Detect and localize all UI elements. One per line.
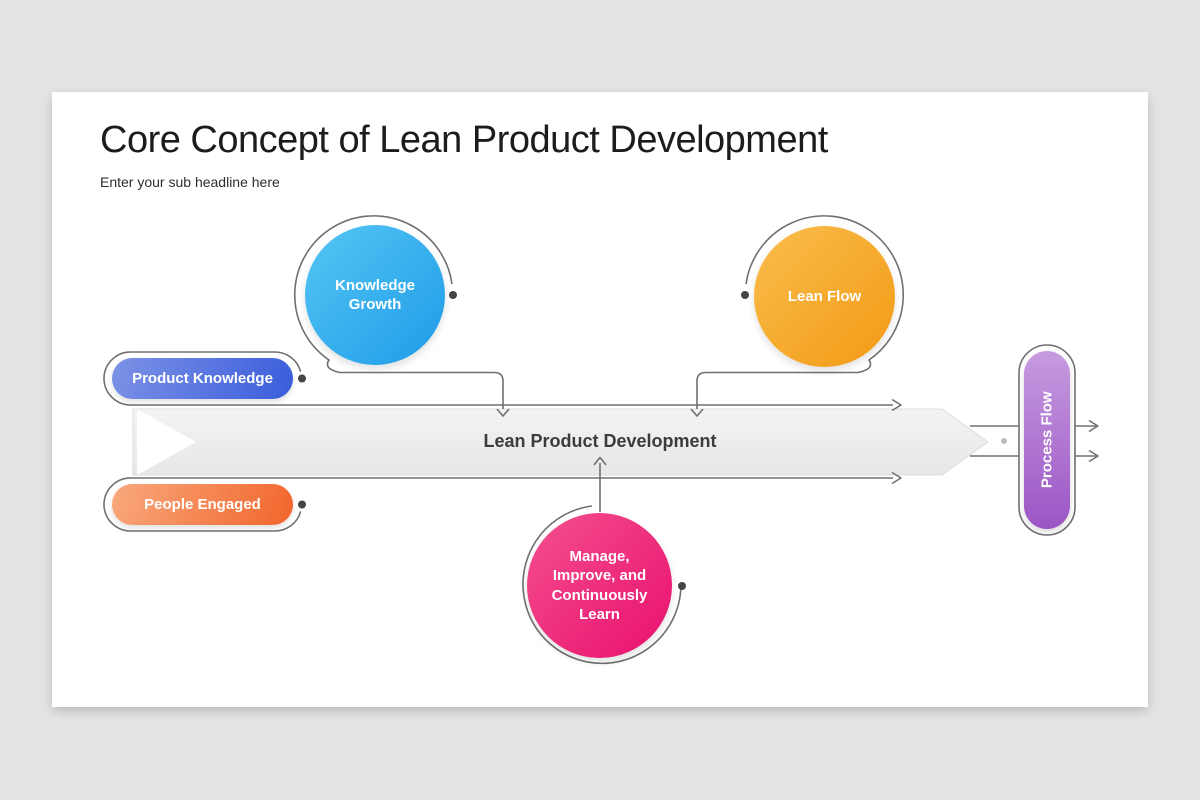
manage-improve-arrowhead-icon [593,456,607,466]
pill-people-engaged-label: People Engaged [144,495,261,513]
output-arrowhead-lower-icon [1088,449,1099,463]
pill-product-knowledge-label: Product Knowledge [132,369,273,387]
lean-flow-arrowhead-icon [690,408,704,417]
knowledge-growth-end-dot [449,291,457,299]
top-flow-arrowhead-icon [891,398,902,412]
knowledge-growth-connector [294,215,504,409]
manage-improve-end-dot [678,582,686,590]
people-engaged-outline-flow-line [103,477,893,532]
banner-left-notch [137,409,196,475]
lean-flow-end-dot [741,291,749,299]
banner-label: Lean Product Development [483,431,717,452]
lean-flow-connector [696,215,904,409]
slide-title: Core Concept of Lean Product Development [100,119,828,161]
process-flow-start-dot [1001,438,1007,444]
circle-manage-improve-learn: Manage, Improve, and Continuously Learn [527,513,672,658]
circle-knowledge-growth: Knowledge Growth [305,225,445,365]
pill-process-flow-label: Process Flow [1038,391,1056,489]
product-knowledge-outline-flow-line [103,351,893,406]
knowledge-growth-arrowhead-icon [496,408,510,417]
slide-subtitle: Enter your sub headline here [100,174,280,190]
circle-lean-flow-label: Lean Flow [787,287,862,305]
people-engaged-end-dot [298,500,306,509]
pill-process-flow: Process Flow [1024,351,1070,529]
process-banner-arrow [132,408,989,476]
product-knowledge-end-dot [298,374,306,383]
bottom-flow-arrowhead-icon [891,471,902,485]
manage-improve-outline [522,505,682,665]
circle-manage-improve-learn-label: Manage, Improve, and Continuously Learn [551,547,648,624]
output-arrowhead-upper-icon [1088,419,1099,433]
pill-people-engaged: People Engaged [112,484,293,525]
circle-knowledge-growth-label: Knowledge Growth [334,276,415,314]
circle-lean-flow: Lean Flow [754,226,895,367]
pill-product-knowledge: Product Knowledge [112,358,293,399]
